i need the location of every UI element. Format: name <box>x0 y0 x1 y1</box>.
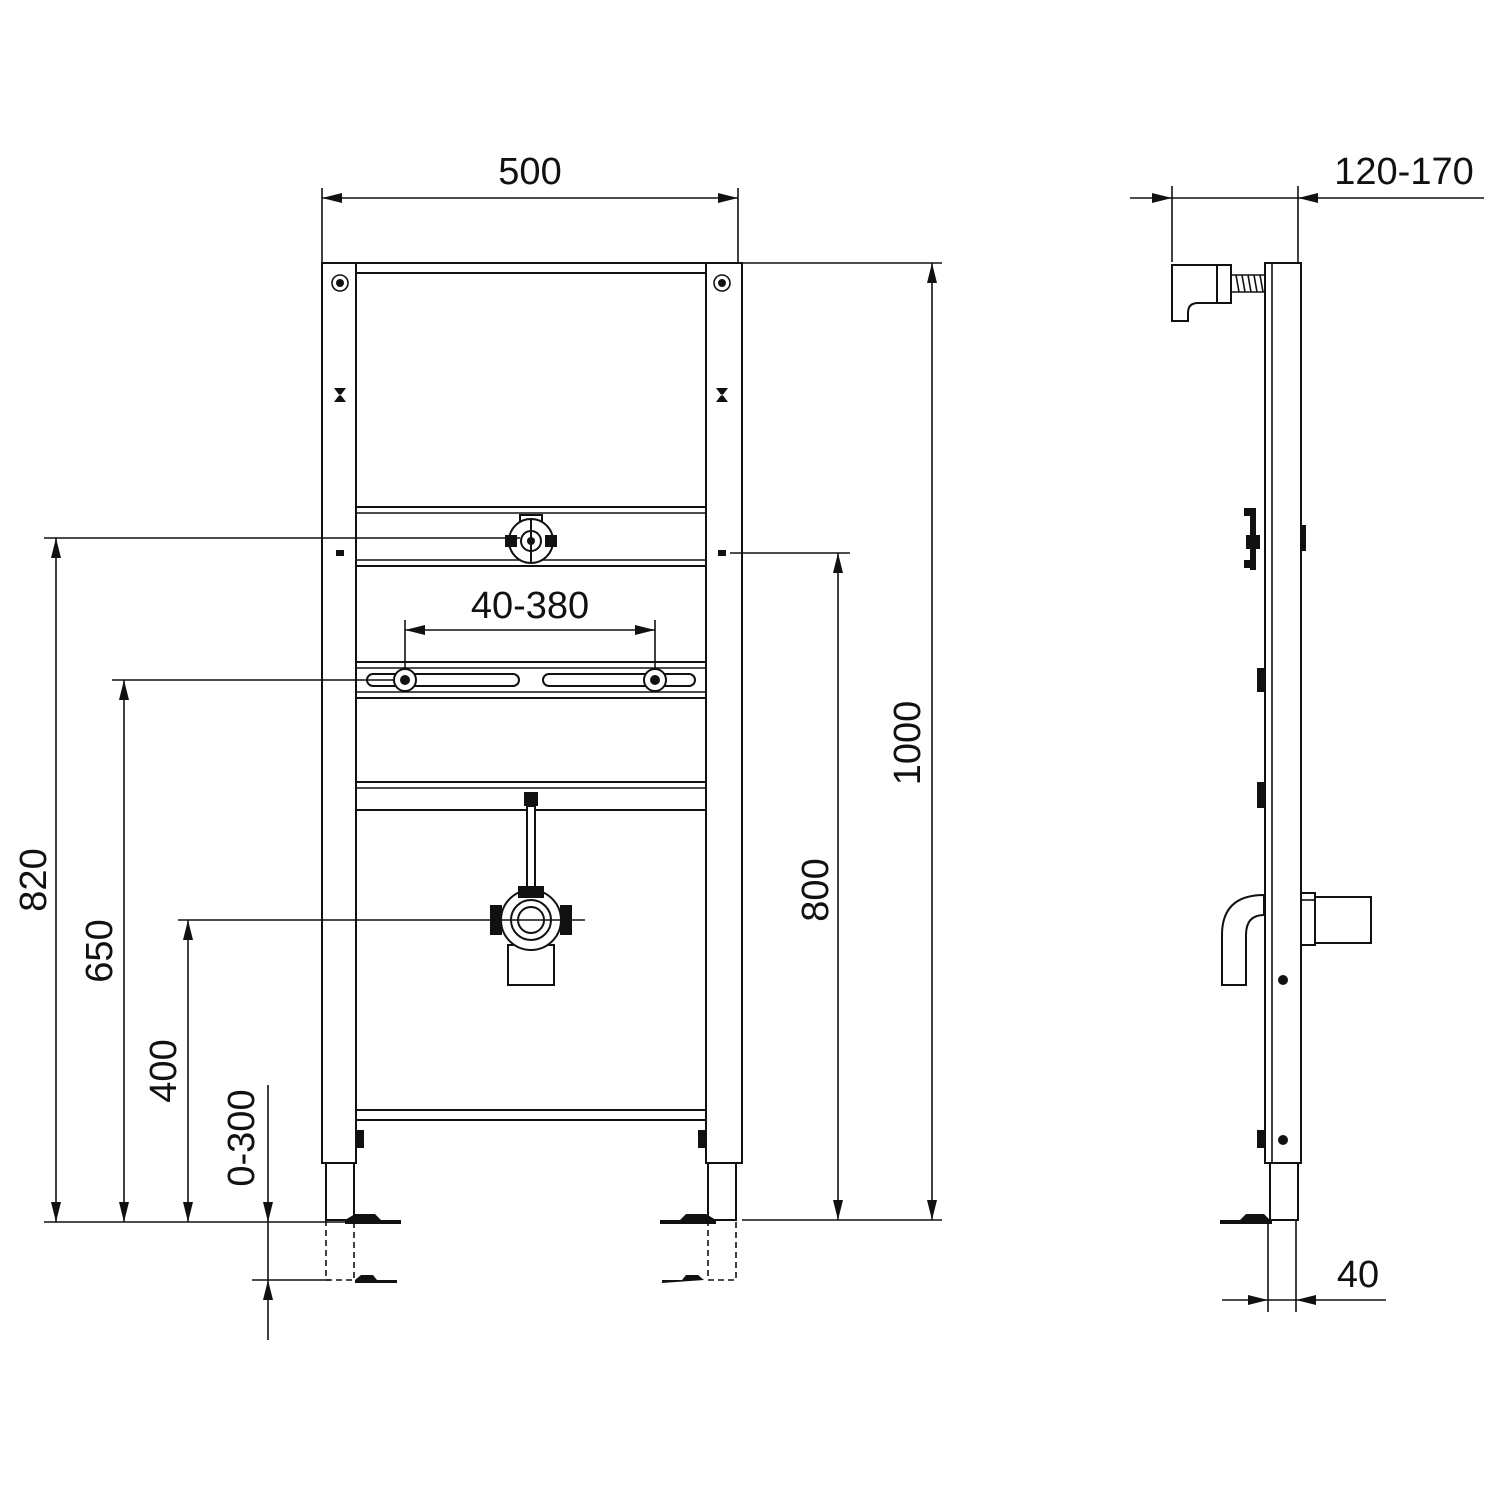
dim-foot-adjust: 0-300 <box>221 1089 263 1186</box>
dim-bolt-height: 650 <box>79 919 121 982</box>
dim-leg-width: 40 <box>1337 1254 1379 1296</box>
top-crossbar <box>321 262 743 274</box>
bolt-right <box>643 668 667 692</box>
side-drain-elbow <box>1221 893 1265 986</box>
side-bolt-mark <box>1257 668 1265 692</box>
right-leg <box>707 1162 737 1221</box>
drain-assembly <box>490 792 572 986</box>
dim-depth-range: 120-170 <box>1334 151 1473 193</box>
waste-fitting <box>505 514 557 564</box>
bolt-left <box>393 668 417 692</box>
side-rail-mark <box>1257 782 1265 808</box>
side-clip <box>1244 508 1306 570</box>
dim-upper-rail-height: 800 <box>795 858 837 921</box>
right-foot <box>660 1214 716 1224</box>
mount-hole-left <box>331 274 349 292</box>
side-waste-outlet <box>1300 892 1372 946</box>
slot-mark-right <box>718 550 726 556</box>
left-leg <box>325 1162 355 1221</box>
slot-mark-left <box>336 550 344 556</box>
side-post <box>1264 262 1302 1164</box>
dim-drain-height: 400 <box>143 1039 185 1102</box>
right-leg-extended <box>707 1219 737 1281</box>
right-post <box>705 262 743 1164</box>
dim-frame-width: 500 <box>498 151 561 193</box>
front-view: 500 1000 800 40-380 820 650 400 <box>13 151 942 1340</box>
left-post <box>321 262 357 1164</box>
mount-hole-right <box>713 274 731 292</box>
side-view: 120-170 40 <box>1130 151 1484 1312</box>
bracket-mark-right <box>716 388 728 402</box>
left-foot <box>345 1214 401 1224</box>
side-top-bracket <box>1171 264 1265 322</box>
bottom-rail <box>355 1109 707 1121</box>
side-leg <box>1269 1162 1299 1221</box>
bolt-slot-right <box>542 673 696 687</box>
bracket-mark-left <box>334 388 346 402</box>
dim-bolt-spacing: 40-380 <box>471 585 589 627</box>
side-foot <box>1220 1214 1272 1224</box>
dim-waste-height: 820 <box>13 848 55 911</box>
dim-frame-height: 1000 <box>887 701 929 786</box>
left-leg-extended <box>325 1219 355 1281</box>
